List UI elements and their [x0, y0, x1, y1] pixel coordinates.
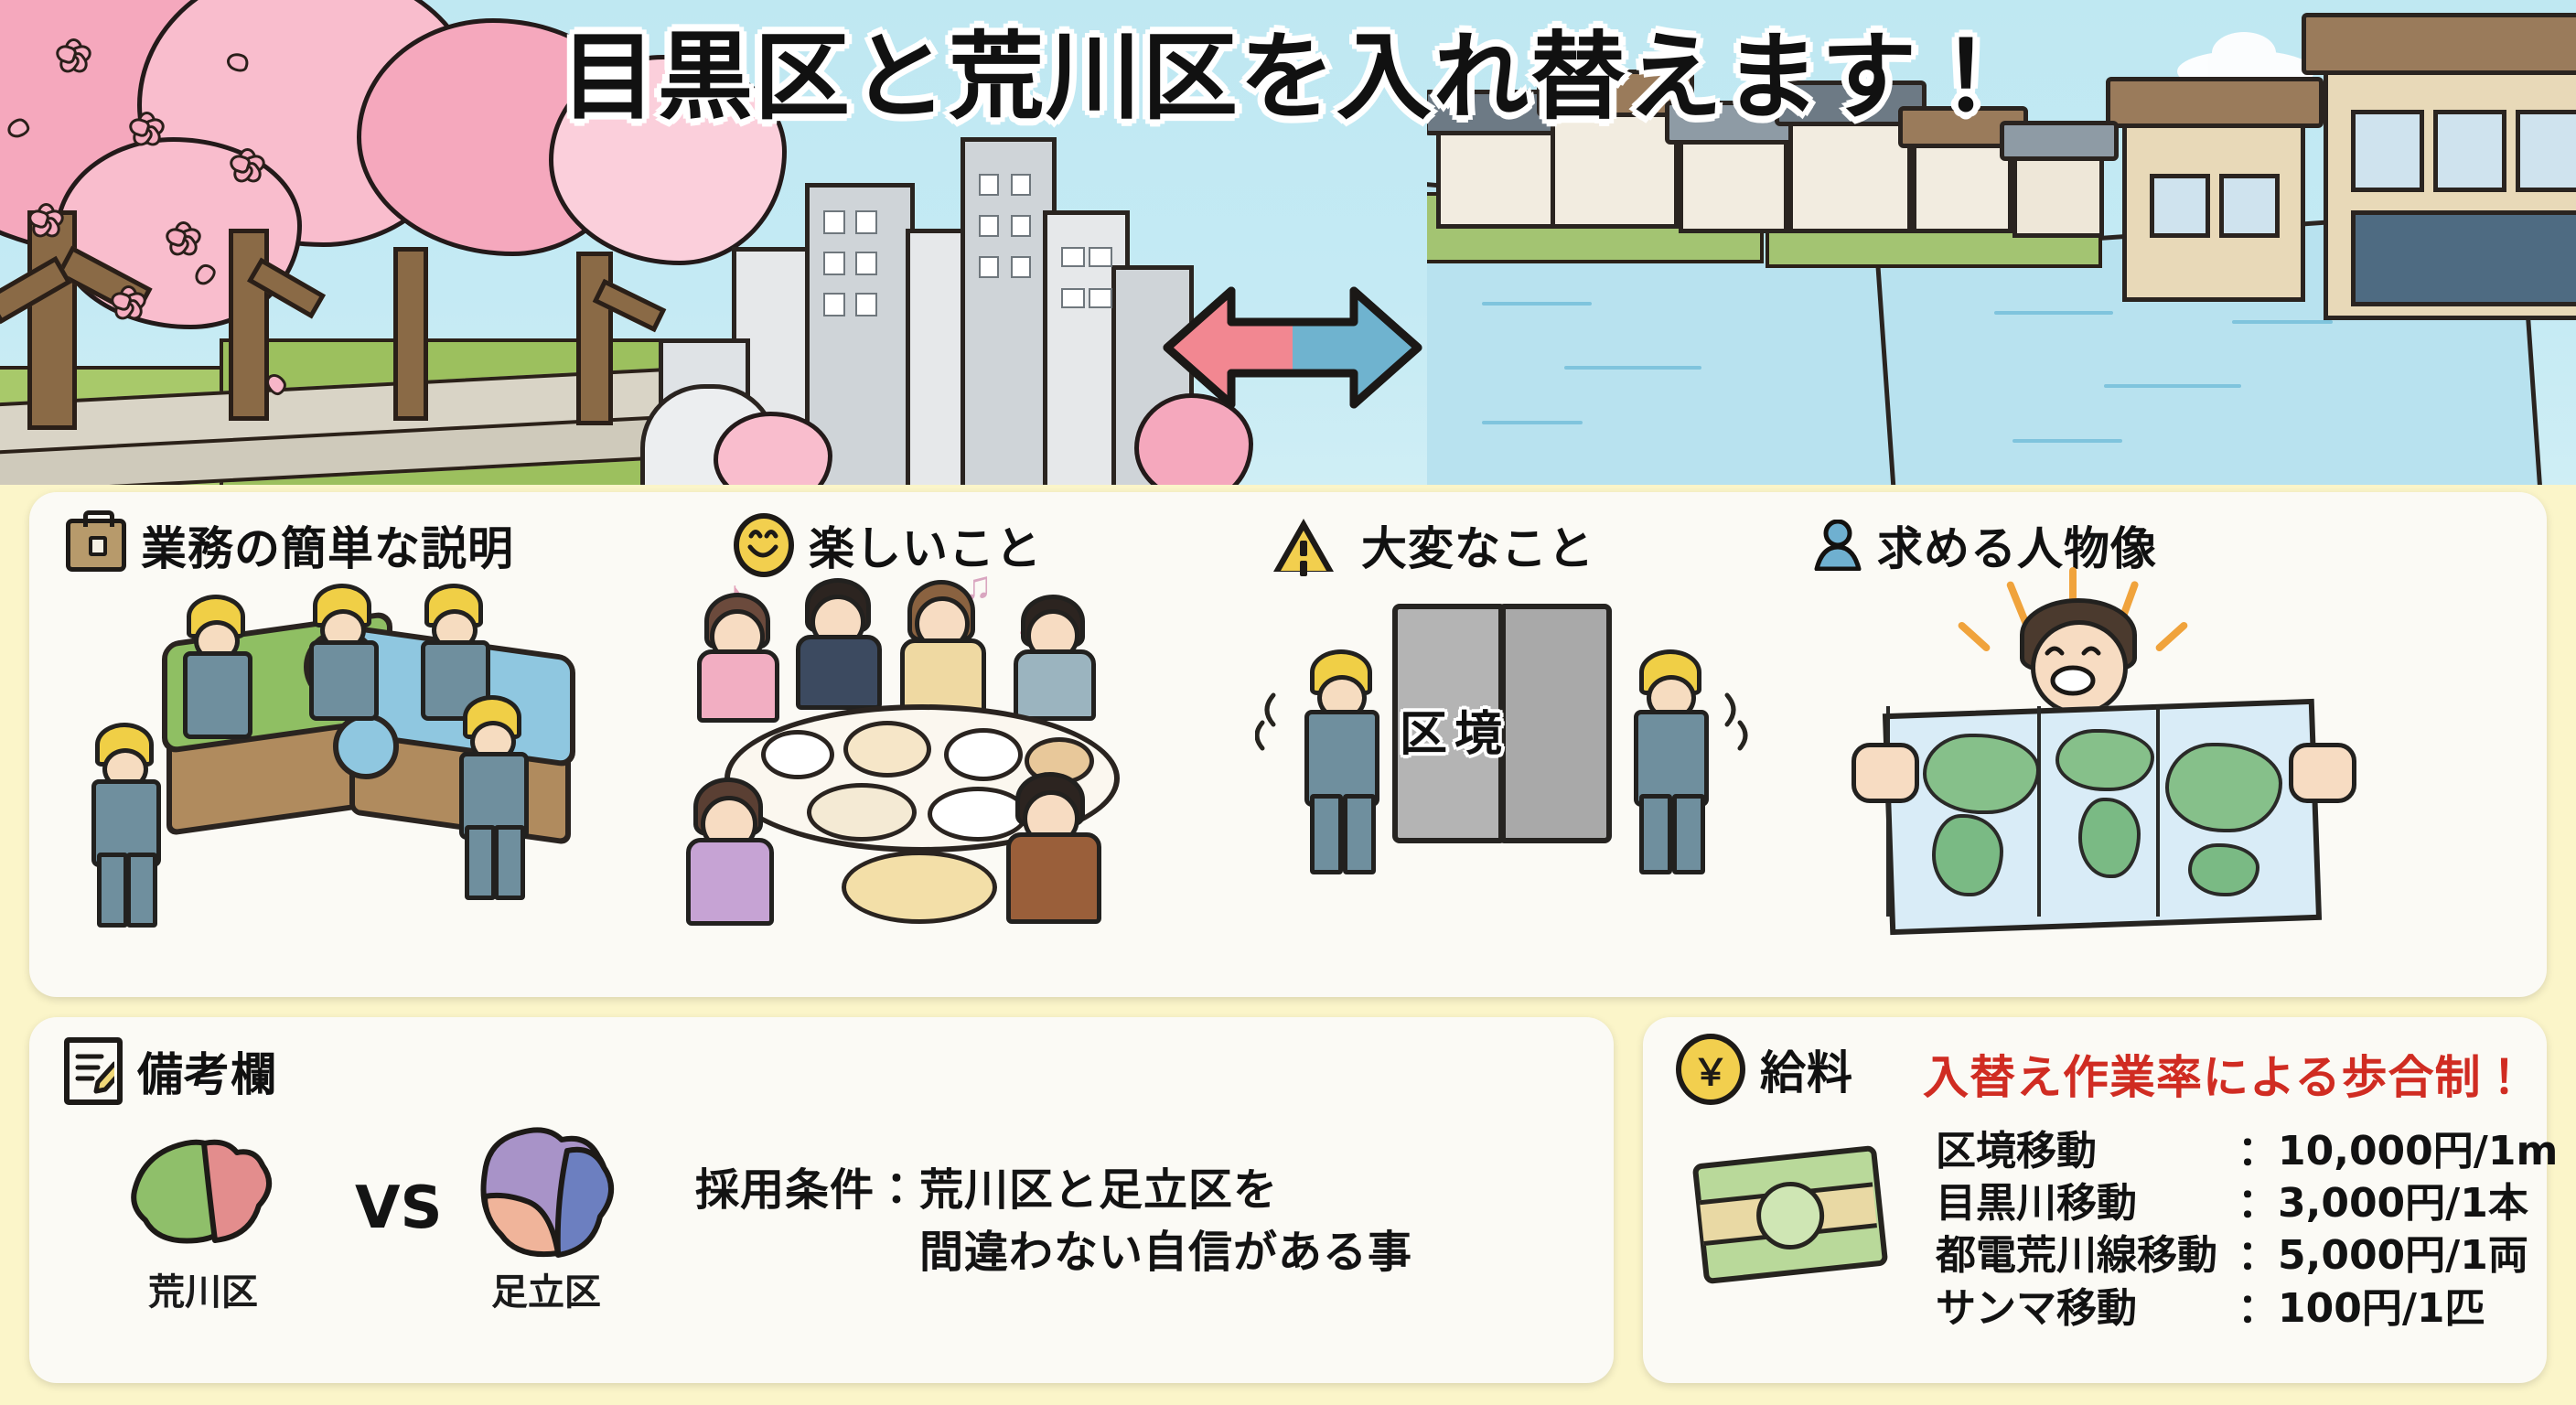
section-job-description: 業務の簡単な説明	[66, 510, 670, 928]
section-illustration-party-meal: ♪ ♫ ♩	[670, 563, 1255, 960]
salary-separator: ：	[2238, 1232, 2278, 1280]
salary-headline: 入替え作業率による歩合制！	[1923, 1051, 2528, 1104]
salary-item-value: 5,000円/1両	[2278, 1232, 2528, 1280]
section-title: 業務の簡単な説明	[141, 522, 514, 575]
briefcase-icon	[66, 510, 126, 572]
vs-label: VS	[355, 1174, 443, 1242]
salary-card: ￥ 給料 入替え作業率による歩合制！ 区境移動 ： 10,000円/1m 目黒川…	[1643, 1017, 2558, 1383]
boundary-stone-label: 区境	[1400, 707, 1510, 762]
section-header: 業務の簡単な説明	[66, 510, 670, 578]
salary-row: 目黒川移動 ： 3,000円/1本	[1936, 1177, 2558, 1229]
section-header: 大変なこと	[1255, 512, 1804, 578]
section-ideal-candidate: 求める人物像	[1804, 512, 2527, 936]
smiley-icon	[734, 513, 794, 577]
salary-separator: ：	[2238, 1284, 2278, 1332]
section-title: 大変なこと	[1361, 522, 1594, 575]
city-skyline	[640, 110, 1253, 485]
condition-line: 間違わない自信がある事	[695, 1227, 1413, 1279]
arakawa-shitamachi-scene	[1427, 0, 2576, 485]
section-title: 楽しいこと	[809, 522, 1042, 575]
salary-item-name: 都電荒川線移動	[1936, 1232, 2217, 1280]
salary-table: 区境移動 ： 10,000円/1m 目黒川移動 ： 3,000円/1本 都電荒川…	[1936, 1125, 2558, 1335]
salary-item-name: 目黒川移動	[1936, 1180, 2137, 1228]
remarks-title: 備考欄	[137, 1048, 277, 1101]
salary-item-value: 10,000円/1m	[2278, 1128, 2559, 1174]
salary-separator: ：	[2238, 1128, 2278, 1174]
ward-label-adachi: 足立区	[491, 1271, 601, 1314]
section-illustration-puzzle-carry	[66, 576, 660, 960]
person-icon	[1813, 519, 1862, 572]
salary-row: 都電荒川線移動 ： 5,000円/1両	[1936, 1229, 2558, 1282]
section-title: 求める人物像	[1877, 522, 2157, 575]
section-fun-things: 楽しいこと ♪ ♫ ♩	[670, 512, 1255, 926]
condition-line: 採用条件：荒川区と足立区を	[695, 1164, 1279, 1216]
salary-item-value: 100円/1匹	[2278, 1284, 2485, 1332]
section-hard-things: 大変なこと 区境	[1255, 512, 1804, 874]
salary-header: ￥ 給料	[1676, 1034, 1853, 1105]
salary-item-name: 区境移動	[1936, 1128, 2097, 1174]
section-illustration-map-reader	[1804, 567, 2517, 962]
meguro-sakura-scene	[0, 0, 805, 485]
note-pencil-icon	[64, 1037, 123, 1105]
ward-map-arakawa	[116, 1127, 290, 1255]
remarks-card: 備考欄 荒川区 VS 足立区 採用条件：荒川区と足立区を 間違わない自信がある事	[29, 1017, 1614, 1383]
salary-title: 給料	[1760, 1046, 1853, 1099]
hero-banner: 目黒区と荒川区を入れ替えます！	[0, 0, 2576, 485]
ward-map-adachi	[459, 1118, 633, 1260]
sections-card: 業務の簡単な説明	[29, 492, 2547, 997]
salary-row: 区境移動 ： 10,000円/1m	[1936, 1125, 2558, 1177]
section-header: 求める人物像	[1804, 512, 2527, 578]
warning-triangle-icon	[1273, 519, 1334, 572]
salary-item-name: サンマ移動	[1936, 1284, 2137, 1332]
section-illustration-boundary-slab: 区境	[1255, 585, 1804, 960]
recruit-conditions: 採用条件：荒川区と足立区を 間違わない自信がある事	[695, 1159, 1573, 1283]
remarks-header: 備考欄	[64, 1037, 277, 1105]
yen-coin-icon: ￥	[1676, 1034, 1745, 1105]
salary-item-value: 3,000円/1本	[2278, 1180, 2528, 1228]
section-header: 楽しいこと	[670, 512, 1255, 578]
salary-row: サンマ移動 ： 100円/1匹	[1936, 1282, 2558, 1335]
salary-separator: ：	[2238, 1180, 2278, 1228]
cash-bundle-icon	[1691, 1144, 1889, 1285]
ward-label-arakawa: 荒川区	[148, 1271, 258, 1314]
swap-arrow-icon	[1163, 286, 1422, 409]
